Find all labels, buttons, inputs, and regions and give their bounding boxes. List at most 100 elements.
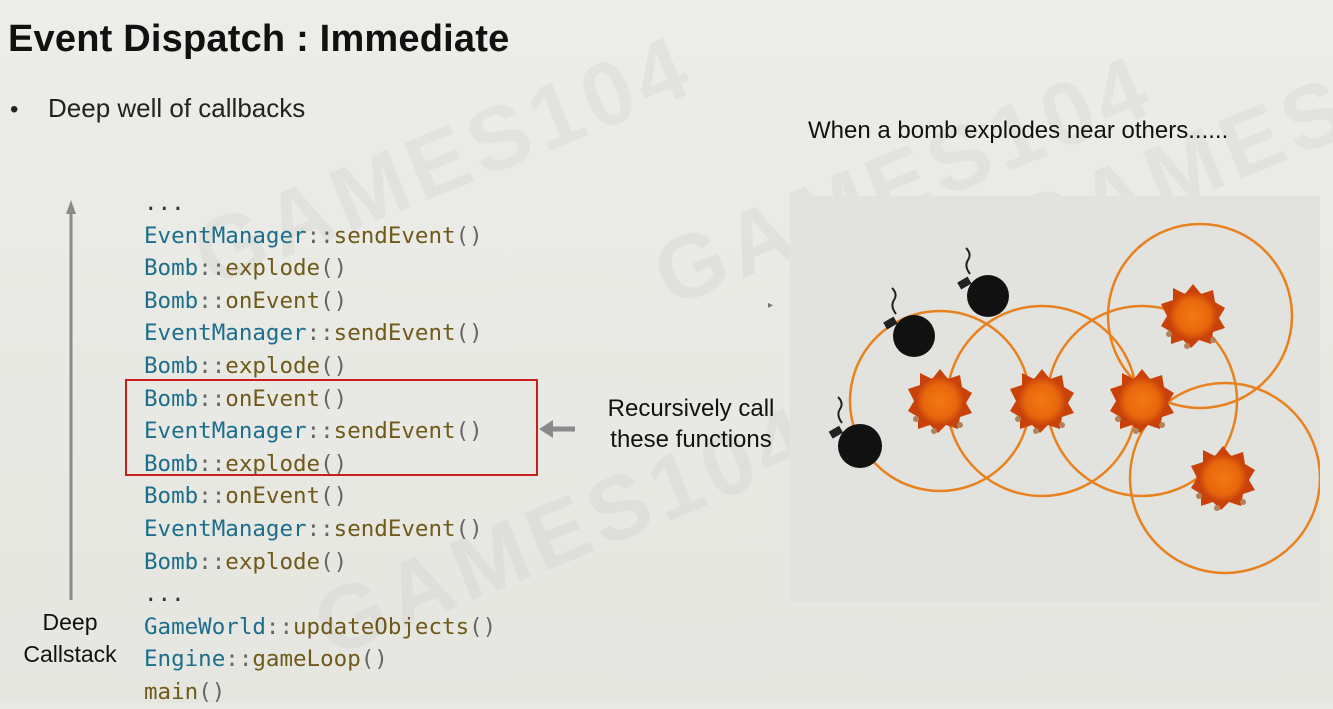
callstack-line: ... bbox=[144, 578, 496, 611]
function-name: sendEvent bbox=[333, 515, 456, 542]
explosion-icon bbox=[1191, 446, 1255, 511]
unexploded-bombs bbox=[828, 247, 1009, 468]
bullet-marker: • bbox=[10, 96, 19, 123]
callstack-line: GameWorld::updateObjects() bbox=[144, 611, 496, 644]
call-parens: () bbox=[320, 352, 348, 379]
function-name: sendEvent bbox=[333, 418, 456, 445]
call-parens: () bbox=[320, 483, 348, 510]
call-parens: () bbox=[198, 678, 226, 705]
class-name: EventManager bbox=[144, 320, 307, 347]
ellipsis: ... bbox=[144, 190, 185, 216]
callstack-line: Bomb::explode() bbox=[144, 252, 496, 285]
callstack-line: main() bbox=[144, 676, 496, 709]
callstack-line: ... bbox=[144, 187, 496, 220]
callstack-line: EventManager::sendEvent() bbox=[144, 220, 496, 253]
bomb-icon bbox=[828, 396, 882, 468]
function-name: updateObjects bbox=[293, 613, 470, 640]
explosions bbox=[908, 284, 1255, 511]
callstack-line: Bomb::explode() bbox=[144, 448, 496, 481]
explosion-icon bbox=[908, 369, 972, 434]
scope-separator: :: bbox=[306, 320, 334, 347]
function-name: onEvent bbox=[225, 483, 321, 510]
deep-callstack-label: Deep Callstack bbox=[10, 606, 130, 670]
deep-label-line1: Deep bbox=[42, 609, 98, 635]
blast-ring bbox=[1106, 222, 1294, 410]
scope-separator: :: bbox=[265, 613, 294, 640]
function-name: main bbox=[144, 678, 199, 705]
function-name: onEvent bbox=[225, 287, 321, 314]
recursive-line2: these functions bbox=[610, 426, 772, 453]
callstack-line: EventManager::sendEvent() bbox=[144, 415, 496, 448]
callstack-line: Bomb::onEvent() bbox=[144, 383, 496, 416]
class-name: Bomb bbox=[144, 352, 199, 379]
scope-separator: :: bbox=[198, 548, 226, 575]
scope-separator: :: bbox=[198, 255, 226, 282]
call-parens: () bbox=[320, 450, 348, 477]
callstack-line: EventManager::sendEvent() bbox=[144, 317, 496, 350]
call-parens: () bbox=[320, 548, 348, 575]
recursive-line1: Recursively call bbox=[607, 395, 775, 422]
function-name: explode bbox=[225, 548, 321, 575]
slide-title: Event Dispatch : Immediate bbox=[8, 18, 510, 60]
bullet-text: Deep well of callbacks bbox=[48, 93, 306, 123]
class-name: Bomb bbox=[144, 483, 199, 510]
bomb-icon bbox=[957, 247, 1009, 317]
class-name: Bomb bbox=[144, 287, 199, 314]
callstack-line: Bomb::onEvent() bbox=[144, 480, 496, 513]
function-name: sendEvent bbox=[333, 222, 456, 249]
class-name: EventManager bbox=[144, 515, 307, 542]
scope-separator: :: bbox=[198, 287, 226, 314]
bomb-icon bbox=[883, 287, 935, 357]
scope-separator: :: bbox=[306, 515, 334, 542]
scope-separator: :: bbox=[306, 418, 334, 445]
class-name: Bomb bbox=[144, 548, 199, 575]
function-name: gameLoop bbox=[252, 646, 361, 673]
scope-separator: :: bbox=[306, 222, 334, 249]
mouse-cursor-icon: ▸ bbox=[768, 300, 774, 311]
function-name: sendEvent bbox=[333, 320, 456, 347]
call-parens: () bbox=[455, 515, 483, 542]
function-name: onEvent bbox=[225, 385, 321, 412]
deep-label-line2: Callstack bbox=[23, 641, 117, 667]
call-parens: () bbox=[455, 418, 483, 445]
callstack-line: Bomb::explode() bbox=[144, 546, 496, 579]
call-parens: () bbox=[469, 613, 497, 640]
callstack-line: Bomb::explode() bbox=[144, 350, 496, 383]
class-name: GameWorld bbox=[144, 613, 266, 640]
callstack-line: Bomb::onEvent() bbox=[144, 285, 496, 318]
call-parens: () bbox=[360, 646, 388, 673]
scope-separator: :: bbox=[198, 385, 226, 412]
call-parens: () bbox=[320, 255, 348, 282]
callstack-up-arrow-icon bbox=[66, 200, 76, 600]
callstack-line: EventManager::sendEvent() bbox=[144, 513, 496, 546]
function-name: explode bbox=[225, 450, 321, 477]
scope-separator: :: bbox=[225, 646, 253, 673]
explosion-icon bbox=[1110, 369, 1174, 434]
scope-separator: :: bbox=[198, 450, 226, 477]
bomb-chain-illustration bbox=[790, 196, 1322, 602]
bomb-chain-svg bbox=[828, 222, 1322, 575]
scope-separator: :: bbox=[198, 483, 226, 510]
scene-caption: When a bomb explodes near others...... bbox=[808, 117, 1229, 144]
function-name: explode bbox=[225, 255, 321, 282]
class-name: EventManager bbox=[144, 222, 307, 249]
class-name: Bomb bbox=[144, 255, 199, 282]
explosion-icon bbox=[1010, 369, 1074, 434]
call-parens: () bbox=[455, 222, 483, 249]
recursion-highlight-box bbox=[125, 379, 538, 476]
class-name: Engine bbox=[144, 646, 226, 673]
ellipsis: ... bbox=[144, 581, 185, 608]
function-name: explode bbox=[225, 352, 321, 379]
call-parens: () bbox=[320, 385, 348, 412]
explosion-icon bbox=[1161, 284, 1225, 349]
callstack-line: Engine::gameLoop() bbox=[144, 643, 496, 676]
class-name: Bomb bbox=[144, 450, 199, 477]
recursive-label: Recursively call these functions bbox=[596, 393, 786, 455]
class-name: Bomb bbox=[144, 385, 199, 412]
call-parens: () bbox=[320, 287, 348, 314]
class-name: EventManager bbox=[144, 418, 307, 445]
callstack-code-block: ...EventManager::sendEvent()Bomb::explod… bbox=[144, 187, 496, 709]
scope-separator: :: bbox=[198, 352, 226, 379]
call-parens: () bbox=[455, 320, 483, 347]
